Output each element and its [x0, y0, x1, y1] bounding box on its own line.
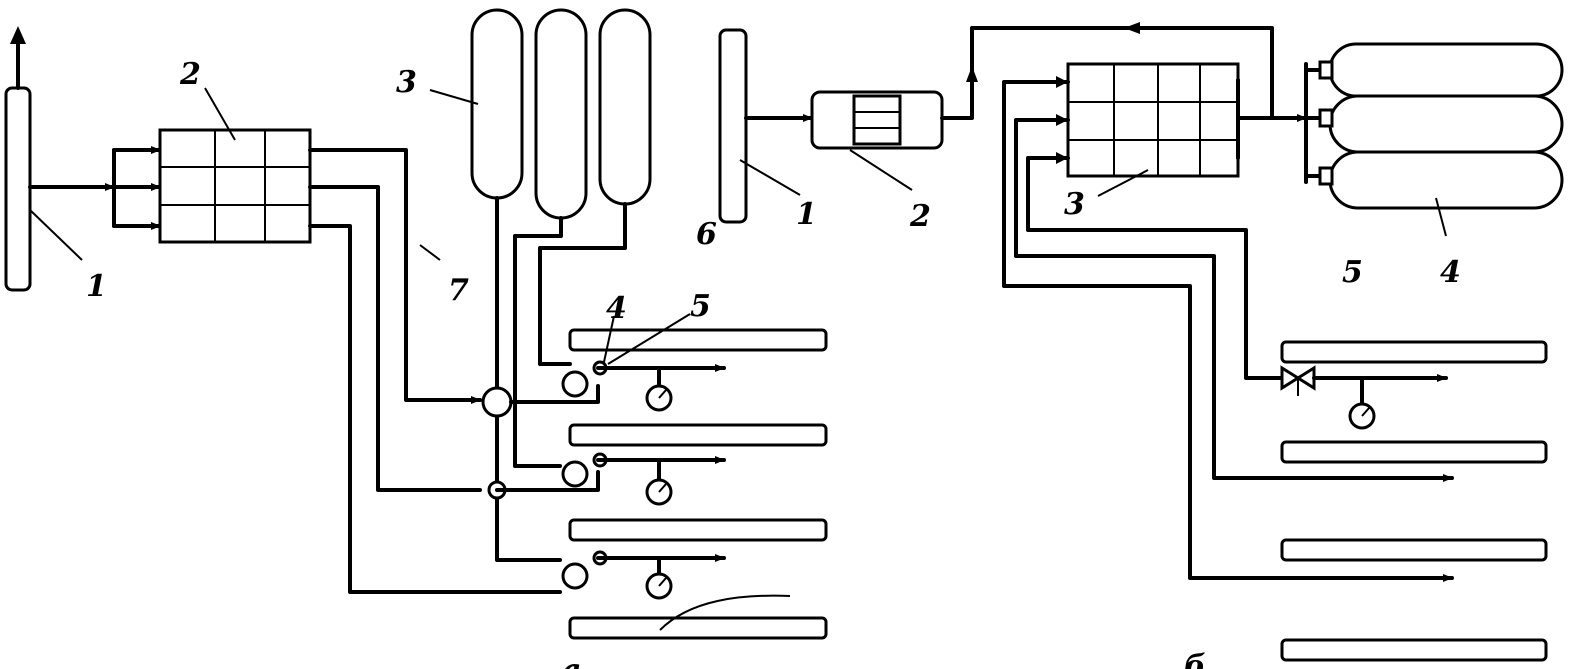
- left-label-2: 2: [179, 57, 201, 92]
- right-generator-column: [718, 28, 748, 224]
- left-label-4: 4: [606, 291, 627, 326]
- left-post-2: [561, 423, 828, 506]
- right-post-1: [1280, 340, 1548, 430]
- left-post-4-hose: [659, 594, 791, 631]
- right-cylinders: [1318, 42, 1564, 210]
- right-distributor-block: [1066, 62, 1240, 178]
- left-post-b-feed: [513, 452, 562, 468]
- left-post-3: [561, 518, 828, 600]
- right-post-3-bar: [1280, 538, 1548, 562]
- right-caption: б: [1184, 649, 1206, 669]
- left-post-4-bar: [568, 616, 828, 640]
- left-pipeline-b: [308, 185, 482, 492]
- left-leader-1: [29, 209, 83, 261]
- right-label-2: 2: [909, 199, 931, 234]
- left-pipeline-c: [308, 224, 562, 594]
- left-label-7: 7: [448, 273, 469, 308]
- left-label-5: 5: [690, 289, 711, 324]
- right-pipeline-c: [1002, 80, 1454, 582]
- right-label-3: 3: [1064, 187, 1085, 222]
- right-leader-3: [1097, 169, 1149, 197]
- left-junction-a: [481, 386, 513, 418]
- right-leader-2: [849, 149, 913, 191]
- right-scheme: 1 2 3: [696, 22, 1564, 669]
- left-post-1: [561, 328, 828, 412]
- right-compressor: [810, 90, 944, 150]
- left-scheme: 1 2 7 3: [4, 8, 828, 669]
- left-label-3: 3: [396, 65, 417, 100]
- right-post-4-bar: [1280, 638, 1548, 662]
- left-generator-column: [4, 86, 32, 292]
- left-receiver-riser: [495, 196, 562, 562]
- left-label-1: 1: [86, 269, 107, 304]
- left-leader-4: [603, 315, 615, 363]
- right-top-return: [940, 26, 1274, 120]
- right-label-5: 5: [1342, 255, 1363, 290]
- right-post-2-bar: [1280, 440, 1548, 464]
- right-leader-1: [739, 159, 801, 196]
- right-label-6: 6: [696, 217, 717, 252]
- left-caption: a: [562, 653, 581, 669]
- left-leader-3: [429, 89, 479, 105]
- left-leader-5: [607, 313, 691, 365]
- left-receiver-3-line: [538, 202, 627, 366]
- right-label-1: 1: [796, 197, 817, 232]
- left-receiver-2-line: [513, 216, 563, 456]
- left-leader-7: [419, 244, 441, 261]
- left-distributor-block: [158, 128, 312, 244]
- left-post-b-link: [495, 470, 600, 492]
- right-label-4: 4: [1440, 255, 1461, 290]
- left-receivers: [470, 8, 652, 220]
- right-pipeline-b: [1014, 118, 1454, 482]
- left-pipeline-a: [308, 148, 482, 404]
- left-vent-arrow: [10, 26, 26, 44]
- right-leader-4: [1435, 197, 1447, 237]
- left-leader-2: [204, 87, 236, 141]
- left-post-a-link: [509, 384, 600, 404]
- right-pipeline-a: [1026, 156, 1292, 380]
